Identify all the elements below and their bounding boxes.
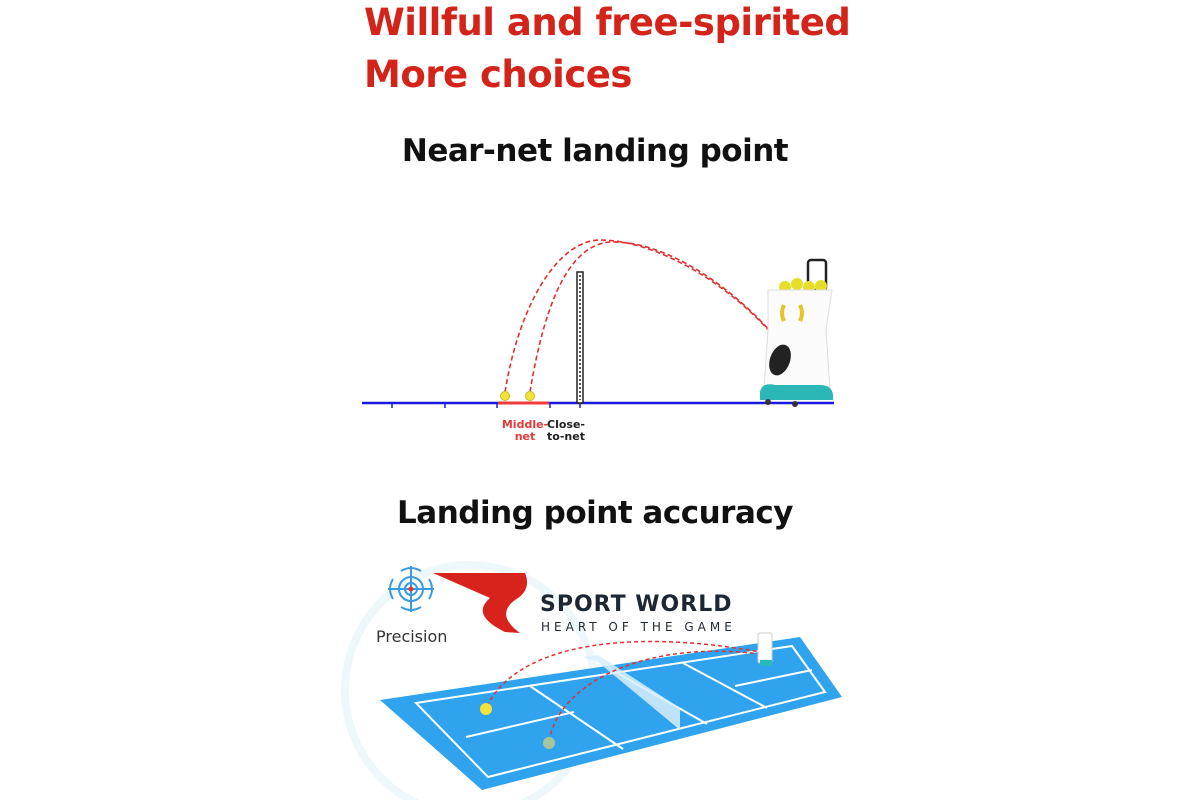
trajectory-middle	[504, 239, 786, 393]
trajectory	[486, 640, 761, 707]
headline-line-1: Willful and free-spirited	[364, 1, 851, 44]
brand-name: SPORT WORLD	[540, 592, 732, 617]
close-net-label-2: to-net	[547, 430, 585, 443]
accuracy-diagram: Precision	[341, 561, 842, 800]
near-net-diagram: Middle- net Close- to-net	[362, 239, 834, 443]
trajectory	[548, 650, 761, 742]
court	[380, 637, 842, 790]
section-title-accuracy: Landing point accuracy	[397, 495, 793, 531]
mini-ball-machine-icon	[757, 632, 773, 666]
ball-icon	[480, 703, 492, 715]
middle-net-label-2: net	[515, 430, 536, 443]
sport-world-watermark: SPORT WORLD HEART OF THE GAME	[433, 573, 736, 634]
ball-machine-icon	[760, 258, 833, 407]
target-icon	[388, 566, 434, 612]
ball-icon	[525, 391, 535, 401]
brand-tagline: HEART OF THE GAME	[541, 620, 736, 634]
middle-net-label-1: Middle-	[502, 418, 548, 431]
close-net-label-1: Close-	[547, 418, 585, 431]
precision-label: Precision	[376, 627, 447, 646]
ball-icon	[543, 737, 555, 749]
brand-logo	[433, 573, 528, 633]
ground-ticks	[391, 403, 581, 408]
headline-line-2: More choices	[364, 53, 632, 96]
ball-icon	[500, 391, 510, 401]
net-post	[576, 271, 584, 404]
section-title-near-net: Near-net landing point	[401, 133, 789, 169]
trajectory-close	[529, 241, 791, 393]
